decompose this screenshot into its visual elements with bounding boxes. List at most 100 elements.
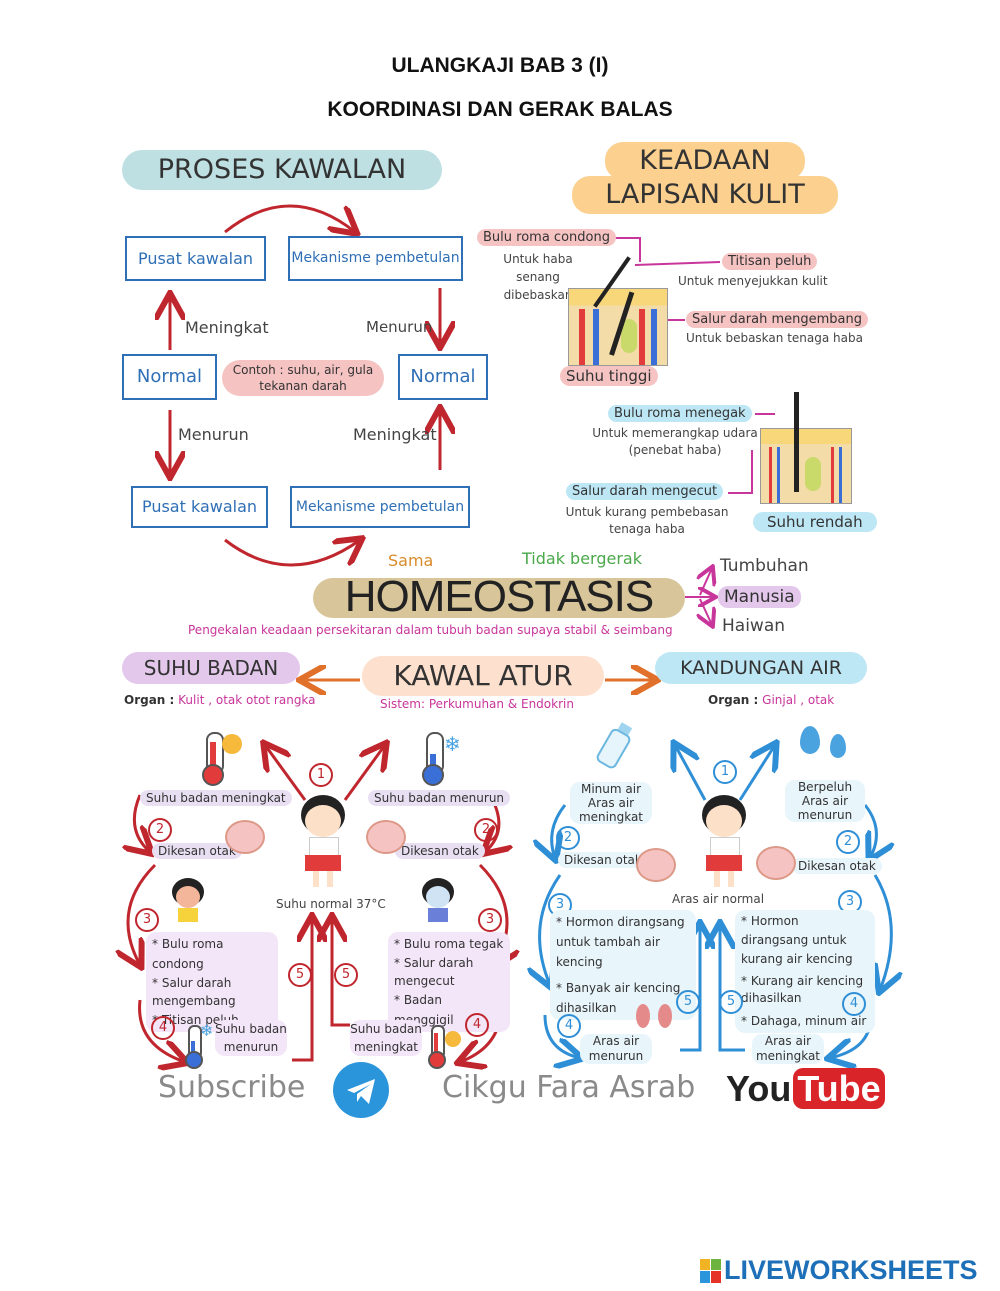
thermometer-hot-icon	[190, 732, 242, 786]
suhu-naik-label: Suhu badan meningkat	[140, 790, 292, 806]
liveworksheets-icon	[700, 1258, 721, 1283]
manusia-label: Manusia	[718, 586, 801, 608]
sweat-drops-icon	[800, 720, 855, 765]
air-right-item-3: * Dahaga, minum air	[741, 1014, 867, 1028]
girl-figure-suhu	[295, 795, 351, 890]
step-5-suhu-left: 5	[288, 963, 312, 987]
titisan-peluh-label: Titisan peluh	[722, 253, 818, 270]
organ-value-air: Ginjal , otak	[762, 693, 835, 707]
meningkat-label-right: Meningkat	[353, 425, 437, 444]
step-4-suhu-right: 4	[465, 1013, 489, 1037]
suhu-badan-title: SUHU BADAN	[122, 652, 300, 684]
cold-girl-icon	[418, 878, 458, 922]
suhu-normal-label: Suhu normal 37°C	[276, 897, 386, 911]
youtube-tube: Tube	[793, 1068, 885, 1109]
suhu-result-right: Suhu badan meningkat	[350, 1020, 422, 1056]
organ-label-air: Organ :	[708, 693, 759, 707]
suhu-turun-label: Suhu badan menurun	[368, 790, 511, 806]
titisan-peluh-desc: Untuk menyejukkan kulit	[678, 274, 828, 288]
telegram-icon[interactable]	[333, 1062, 389, 1118]
berpeluh-text: Berpeluh	[797, 780, 853, 794]
brain-icon-suhu-left	[225, 820, 265, 854]
suhu-result-left: Suhu badan menurun	[215, 1020, 287, 1056]
page-subtitle: KOORDINASI DAN GERAK BALAS	[327, 98, 673, 121]
kandungan-air-title: KANDUNGAN AIR	[655, 652, 867, 684]
homeostasis-definition: Pengekalan keadaan persekitaran dalam tu…	[188, 623, 673, 637]
suhu-tinggi-label: Suhu tinggi	[560, 366, 658, 386]
page-title: ULANGKAJI BAB 3 (I)	[391, 54, 609, 77]
kawal-atur-sistem: Sistem: Perkumuhan & Endokrin	[380, 697, 574, 711]
right-item-1: * Bulu roma tegak	[394, 937, 504, 951]
skin-diagram-hot	[568, 288, 668, 366]
step-2-suhu-right: 2	[474, 818, 498, 842]
mekanisme-box-bottom: Mekanisme pembetulan	[290, 486, 470, 528]
pusat-kawalan-box-top: Pusat kawalan	[125, 236, 266, 281]
minum-air-label: Minum air Aras air meningkat	[570, 782, 652, 824]
step-2-suhu-left: 2	[148, 818, 172, 842]
girl-figure-air	[697, 795, 751, 890]
sama-label: Sama	[388, 551, 434, 570]
kandungan-air-organ: Organ : Ginjal , otak	[708, 693, 834, 707]
homeostasis-title: HOMEOSTASIS	[313, 572, 685, 622]
meningkat-label-left: Meningkat	[185, 318, 269, 337]
air-result-left: Aras air menurun	[580, 1034, 652, 1064]
kawal-atur-title: KAWAL ATUR	[362, 656, 604, 696]
author-credit: Cikgu Fara Asrab	[442, 1070, 696, 1105]
thermometer-cold-icon: ❄	[410, 732, 461, 786]
mekanisme-box-top: Mekanisme pembetulan	[288, 236, 463, 281]
step-5-suhu-right: 5	[334, 963, 358, 987]
menurun-label-right: Menurun	[366, 318, 433, 336]
air-right-item-2: * Kurang air kencing dihasilkan	[741, 974, 864, 1005]
step-1-air: 1	[713, 760, 737, 784]
step-4-air-left: 4	[557, 1014, 581, 1038]
step-3-suhu-right: 3	[478, 908, 502, 932]
tidak-bergerak-label: Tidak bergerak	[522, 549, 642, 568]
organ-label: Organ :	[124, 693, 175, 707]
tumbuhan-label: Tumbuhan	[720, 556, 809, 576]
hot-girl-icon	[168, 878, 208, 922]
step-1-suhu: 1	[309, 763, 333, 787]
berpeluh-label: Berpeluh Aras air menurun	[785, 780, 865, 822]
aras-naik-top-text: Aras air meningkat	[578, 796, 644, 824]
organ-value: Kulit , otak otot rangka	[178, 693, 316, 707]
step-2-air-left: 2	[556, 826, 580, 850]
left-item-1: * Bulu roma condong	[152, 937, 224, 971]
thermometer-cold-icon-2: ❄	[178, 1021, 213, 1071]
air-left-response-list: * Hormon dirangsang untuk tambah air ken…	[550, 910, 696, 1020]
liveworksheets-logo[interactable]: LIVE LIVEWORKSHEETS	[700, 1255, 978, 1286]
right-item-2: * Salur darah mengecut	[394, 956, 474, 988]
normal-box-right: Normal	[398, 354, 488, 400]
brain-icon-suhu-right	[366, 820, 406, 854]
kulit-title-2: LAPISAN KULIT	[572, 176, 838, 214]
pusat-kawalan-box-bottom: Pusat kawalan	[131, 486, 268, 528]
homeo-part: HOMEO	[344, 572, 507, 621]
proses-kawalan-title: PROSES KAWALAN	[122, 150, 442, 190]
minum-text: Minum air	[580, 782, 642, 796]
menurun-label-left: Menurun	[178, 425, 249, 444]
step-4-suhu-left: 4	[151, 1016, 175, 1040]
brand-text: LIVEWORKSHEETS	[724, 1255, 978, 1285]
air-left-item-2: * Banyak air kencing dihasilkan	[556, 981, 681, 1015]
step-3-suhu-left: 3	[135, 908, 159, 932]
left-item-2: * Salur darah mengembang	[152, 976, 236, 1008]
bulu-roma-menegak-label: Bulu roma menegak	[608, 405, 752, 422]
contoh-label: Contoh : suhu, air, gula tekanan darah	[222, 360, 384, 396]
salur-darah-mengecut-label: Salur darah mengecut	[566, 483, 724, 500]
brain-icon-air-right	[756, 846, 796, 880]
normal-box-left: Normal	[122, 354, 217, 400]
step-2-air-right: 2	[836, 830, 860, 854]
kidney-icon	[636, 1002, 674, 1032]
bulu-roma-menegak-desc: Untuk memerangkap udara (penebat haba)	[592, 426, 758, 457]
kulit-title-1: KEADAAN	[605, 142, 805, 180]
suhu-rendah-label: Suhu rendah	[753, 512, 877, 532]
subscribe-text: Subscribe	[158, 1070, 306, 1105]
haiwan-label: Haiwan	[722, 616, 786, 636]
air-result-right: Aras air meningkat	[752, 1034, 824, 1064]
skin-diagram-cold	[760, 428, 852, 504]
suhu-badan-organ: Organ : Kulit , otak otot rangka	[124, 693, 316, 707]
dikesan-otak-suhu-left: Dikesan otak	[152, 843, 242, 859]
bulu-roma-condong-label: Bulu roma condong	[477, 229, 616, 246]
bulu-roma-condong-desc: Untuk haba senang dibebaskan	[503, 252, 573, 302]
